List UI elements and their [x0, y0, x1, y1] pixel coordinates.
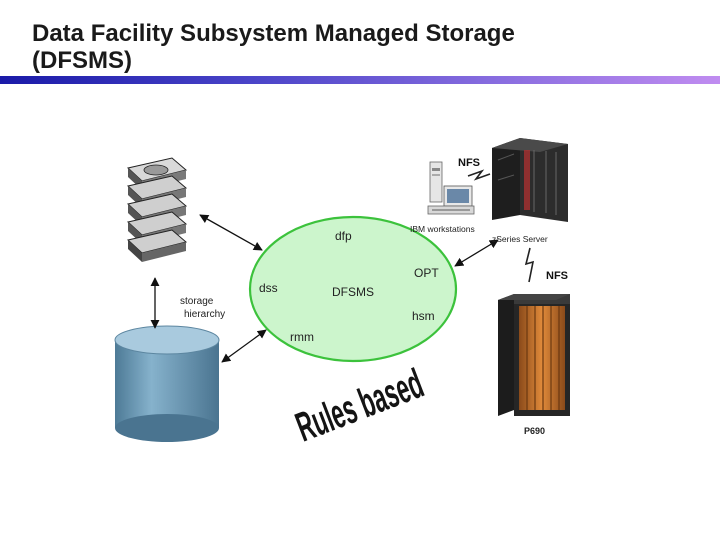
- storage-hierarchy-label-2: hierarchy: [184, 309, 225, 320]
- component-dfp: dfp: [335, 229, 352, 243]
- component-rmm: rmm: [290, 330, 314, 344]
- arrow-tape-to-dfsms: [199, 214, 263, 251]
- nfs-right-label: NFS: [546, 270, 568, 282]
- component-opt: OPT: [414, 266, 439, 280]
- zseries-server-icon: [492, 138, 568, 222]
- p690-label: P690: [524, 426, 545, 436]
- p690-server-icon: [498, 294, 570, 416]
- disk-cylinder-icon: [114, 325, 220, 442]
- arrow-zseries-to-dfsms: [454, 239, 499, 267]
- dfsms-ellipse: [248, 215, 458, 363]
- tape-stack-icon: [126, 157, 188, 262]
- component-dss: dss: [259, 281, 278, 295]
- title-line-1: Data Facility Subsystem Managed Storage: [32, 20, 515, 47]
- storage-hierarchy-label-1: storage: [180, 296, 214, 307]
- page-title: Data Facility Subsystem Managed Storage …: [32, 20, 692, 74]
- rules-based-label: Rules based: [290, 361, 430, 451]
- title-underline-rule: [0, 76, 720, 84]
- ibm-workstations-label: IBM workstations: [410, 224, 475, 234]
- zseries-server-label: zSeries Server: [492, 234, 548, 244]
- workstation-icon: [427, 161, 475, 215]
- lightning-link-icon: [524, 247, 535, 283]
- title-line-2: (DFSMS): [32, 47, 132, 74]
- lightning-link-icon: [467, 169, 491, 181]
- dfsms-hub-label: DFSMS: [332, 285, 374, 299]
- nfs-top-label: NFS: [458, 157, 480, 169]
- arrow-disk-to-dfsms: [221, 329, 267, 363]
- component-hsm: hsm: [412, 309, 435, 323]
